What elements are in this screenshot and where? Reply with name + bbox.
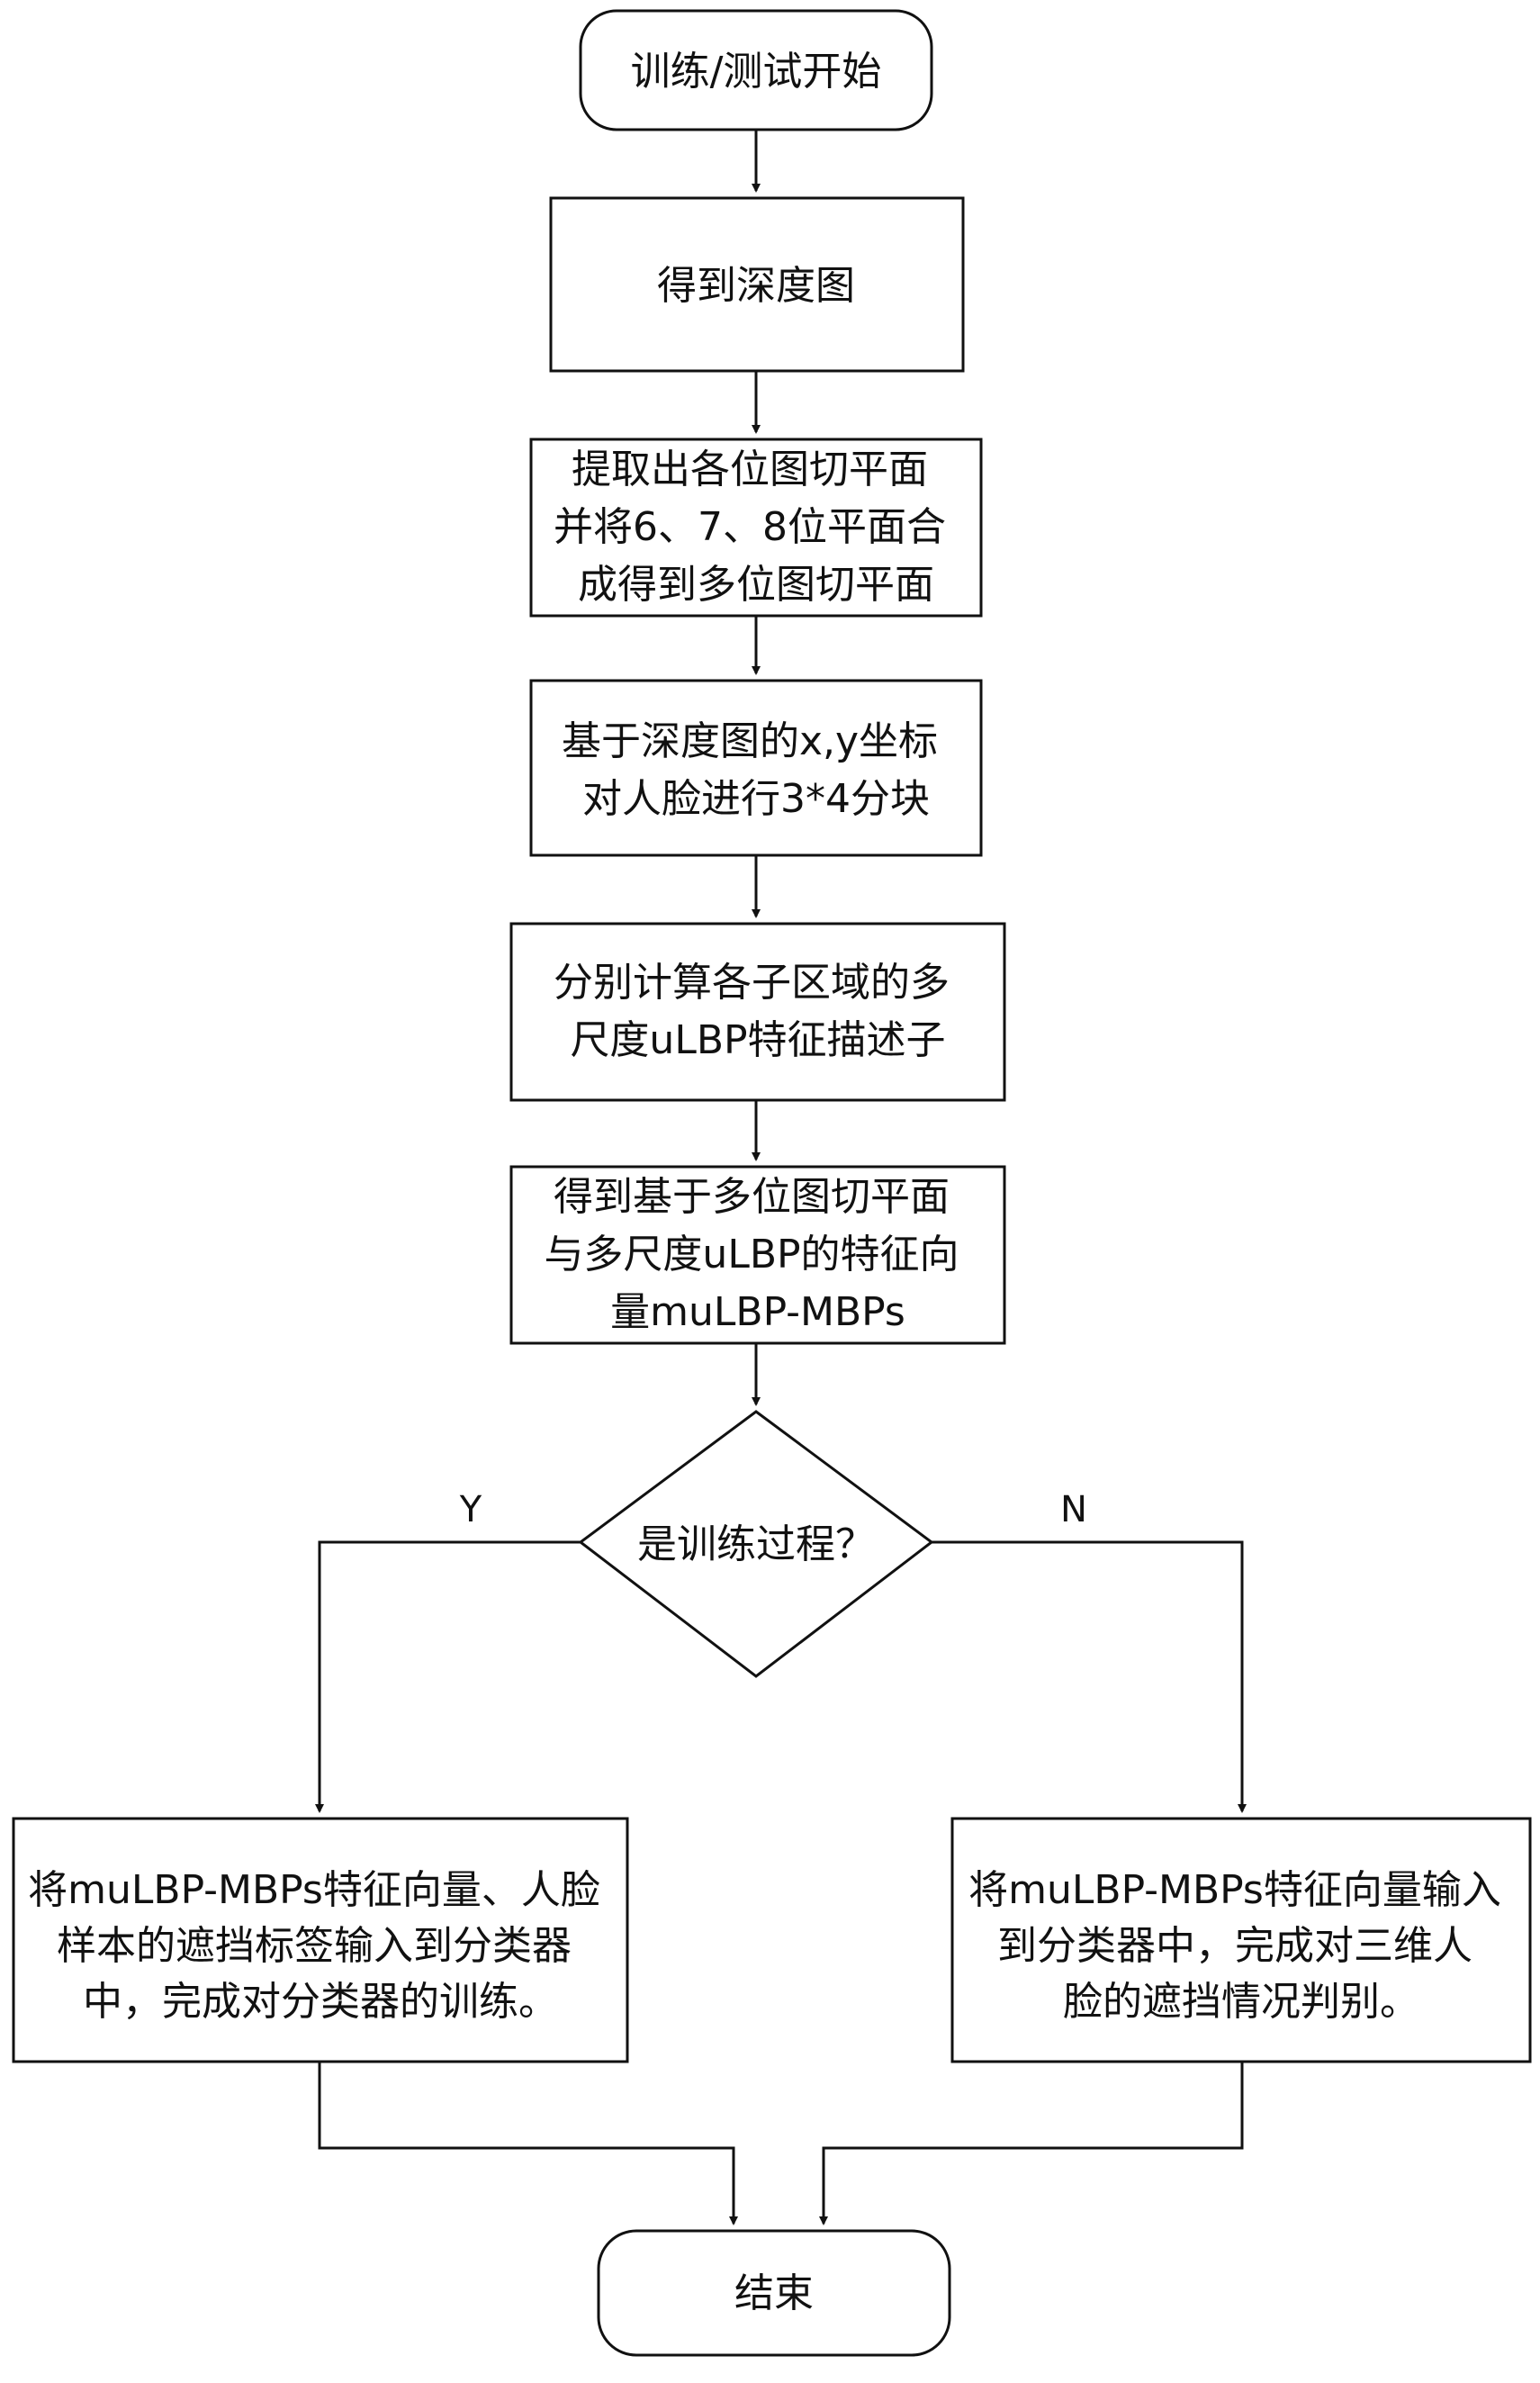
ulbp-box xyxy=(509,922,1006,1102)
node-test: 将muLBP-MBPs特征向量输入 到分类器中，完成对三维人 脸的遮挡情况判别。 xyxy=(950,1817,1532,2063)
feature-vector-line-1: 得到基于多位图切平面 xyxy=(554,1174,950,1220)
blocks-text: 基于深度图的x,y坐标 对人脸进行3*4分块 xyxy=(562,718,950,822)
bit-planes-line-2: 并将6、7、8位平面合 xyxy=(554,504,946,550)
edge-decision-yes xyxy=(315,1540,581,1813)
node-blocks: 基于深度图的x,y坐标 对人脸进行3*4分块 xyxy=(529,679,983,857)
depth-map-line-1: 得到深度图 xyxy=(657,263,855,309)
feature-vector-text: 得到基于多位图切平面 与多尺度uLBP的特征向 量muLBP-MBPs xyxy=(544,1174,971,1335)
blocks-line-1: 基于深度图的x,y坐标 xyxy=(562,718,938,764)
end-terminal-shape xyxy=(597,2229,951,2357)
feature-vector-line-2: 与多尺度uLBP的特征向 xyxy=(544,1232,959,1277)
blocks-line-2: 对人脸进行3*4分块 xyxy=(582,776,930,822)
end-text: 结束 xyxy=(734,2270,814,2316)
test-text: 将muLBP-MBPs特征向量输入 到分类器中，完成对三维人 脸的遮挡情况判别。 xyxy=(968,1867,1514,2025)
ulbp-line-2: 尺度uLBP特征描述子 xyxy=(570,1017,945,1063)
decision-diamond xyxy=(578,1410,934,1678)
edge-test-to-end xyxy=(819,2062,1244,2225)
feature-vector-line-3: 量muLBP-MBPs xyxy=(610,1289,905,1335)
node-bit-planes: 提取出各位图切平面 并将6、7、8位平面合 成得到多位图切平面 xyxy=(529,438,983,618)
edge-label-yes: Y xyxy=(459,1489,482,1530)
node-start: 训练/测试开始 xyxy=(579,9,933,131)
node-feature-vector: 得到基于多位图切平面 与多尺度uLBP的特征向 量muLBP-MBPs xyxy=(509,1165,1006,1345)
start-line-1: 训练/测试开始 xyxy=(631,49,882,95)
train-line-1: 将muLBP-MBPs特征向量、人脸 xyxy=(28,1867,600,1913)
depth-map-box xyxy=(549,196,965,373)
node-ulbp: 分别计算各子区域的多 尺度uLBP特征描述子 xyxy=(509,922,1006,1102)
depth-map-text: 得到深度图 xyxy=(657,263,855,309)
node-depth-map: 得到深度图 xyxy=(549,196,965,373)
node-train: 将muLBP-MBPs特征向量、人脸 样本的遮挡标签输入到分类器 中，完成对分类… xyxy=(12,1817,629,2063)
train-text: 将muLBP-MBPs特征向量、人脸 样本的遮挡标签输入到分类器 中，完成对分类… xyxy=(28,1867,613,2025)
ulbp-line-1: 分别计算各子区域的多 xyxy=(554,960,950,1006)
bit-planes-line-3: 成得到多位图切平面 xyxy=(578,562,934,608)
connectors xyxy=(315,130,1247,2225)
test-line-1: 将muLBP-MBPs特征向量输入 xyxy=(968,1867,1501,1913)
test-box xyxy=(950,1817,1532,2063)
start-text: 训练/测试开始 xyxy=(631,49,882,95)
bit-planes-box xyxy=(529,438,983,618)
train-box xyxy=(12,1817,629,2063)
end-line-1: 结束 xyxy=(734,2270,814,2316)
ulbp-text: 分别计算各子区域的多 尺度uLBP特征描述子 xyxy=(554,960,962,1063)
test-line-2: 到分类器中，完成对三维人 xyxy=(997,1923,1472,1969)
node-end: 结束 xyxy=(597,2229,951,2357)
feature-vector-box xyxy=(509,1165,1006,1345)
decision-line-1: 是训练过程？ xyxy=(637,1521,875,1567)
bit-planes-line-1: 提取出各位图切平面 xyxy=(572,447,928,492)
blocks-box xyxy=(529,679,983,857)
test-line-3: 脸的遮挡情况判别。 xyxy=(1063,1979,1419,2025)
train-line-2: 样本的遮挡标签输入到分类器 xyxy=(57,1923,572,1969)
decision-text: 是训练过程？ xyxy=(637,1521,875,1567)
edge-label-no: N xyxy=(1060,1489,1087,1530)
bit-planes-text: 提取出各位图切平面 并将6、7、8位平面合 成得到多位图切平面 xyxy=(554,447,959,608)
edge-train-to-end xyxy=(318,2062,738,2225)
train-line-3: 中，完成对分类器的训练。 xyxy=(83,1979,558,2025)
node-decision: 是训练过程？ xyxy=(578,1410,934,1678)
edge-decision-no xyxy=(932,1540,1247,1813)
start-terminal-shape xyxy=(579,9,933,131)
